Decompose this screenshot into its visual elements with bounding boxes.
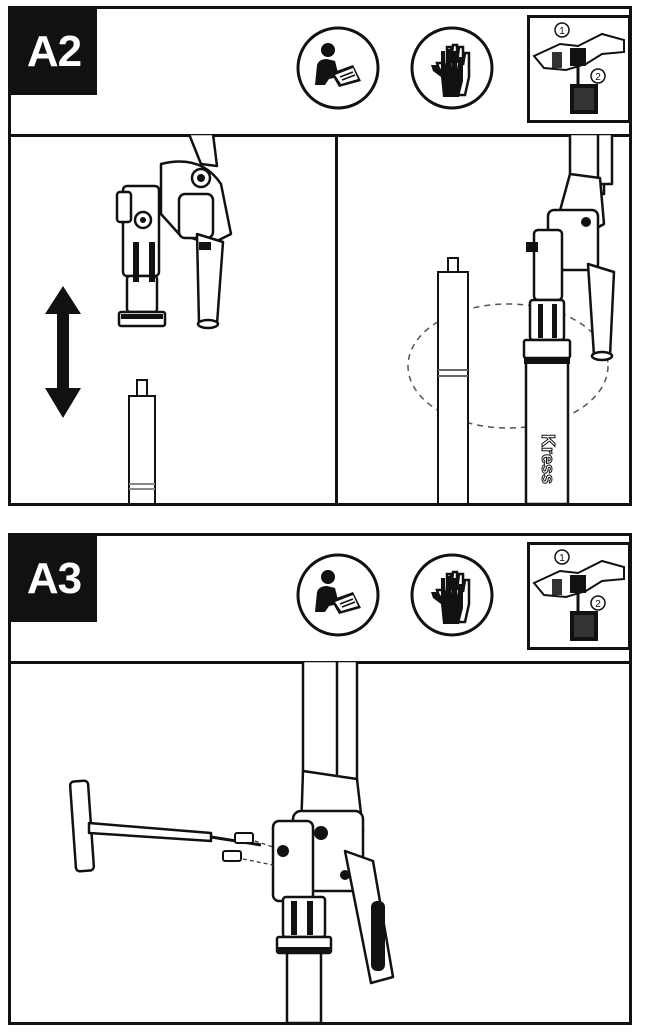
step-label: A3 xyxy=(11,536,97,622)
attachment-area-highlight xyxy=(407,303,609,429)
step-header-a2: A2 xyxy=(11,9,631,137)
attach-illustration: Kress xyxy=(407,134,616,504)
panel-divider xyxy=(335,134,338,503)
step-panel-a2: A2 xyxy=(8,6,632,506)
attachment-thumbnail: 1 2 xyxy=(527,15,631,123)
svg-text:1: 1 xyxy=(559,26,565,37)
read-manual-icon xyxy=(295,552,381,638)
detach-illustration xyxy=(45,134,233,504)
svg-text:2: 2 xyxy=(595,72,601,83)
read-manual-icon xyxy=(295,25,381,111)
gloves-icon xyxy=(409,25,495,111)
step-header-a3: A3 xyxy=(11,536,631,664)
svg-text:1: 1 xyxy=(559,553,565,564)
step-illustration-a2: Kress xyxy=(11,134,629,504)
double-arrow-icon xyxy=(45,286,81,418)
gloves-icon xyxy=(409,552,495,638)
svg-text:2: 2 xyxy=(595,599,601,610)
tighten-bolts-illustration xyxy=(68,661,395,1023)
bolts xyxy=(222,832,254,862)
shaft-brand-label: Kress xyxy=(538,434,558,484)
attachment-thumbnail: 1 2 xyxy=(527,542,631,650)
step-panel-a3: A3 xyxy=(8,533,632,1025)
step-illustration-a3 xyxy=(11,661,629,1023)
step-label: A2 xyxy=(11,9,97,95)
t-handle-wrench xyxy=(68,779,213,873)
